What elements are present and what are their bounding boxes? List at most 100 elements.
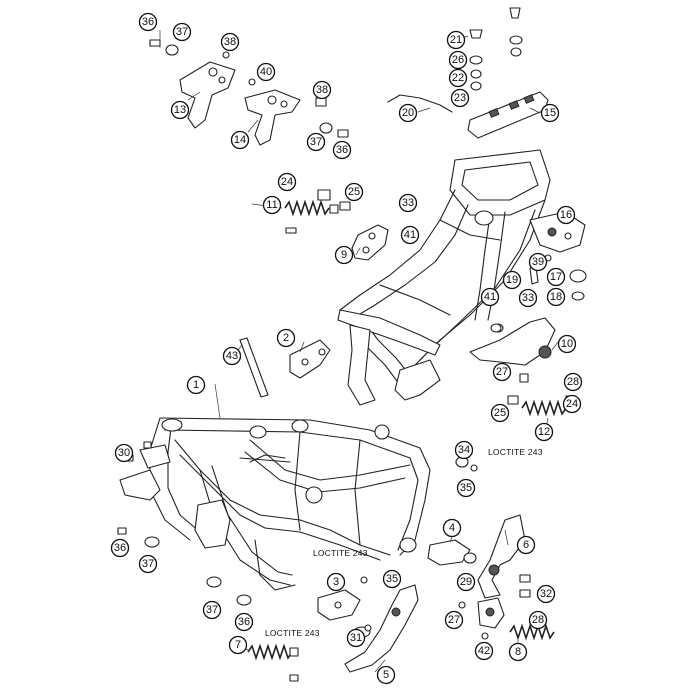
callout-38: 38	[220, 32, 240, 52]
svg-text:12: 12	[538, 426, 550, 438]
callout-12: 12	[534, 422, 554, 442]
svg-text:27: 27	[448, 614, 460, 626]
callout-37: 37	[202, 600, 222, 620]
callout-37: 37	[172, 22, 192, 42]
callout-26: 26	[448, 50, 468, 70]
seat-lock-cable-20	[387, 94, 453, 113]
svg-text:19: 19	[506, 274, 518, 286]
callout-36: 36	[332, 140, 352, 160]
svg-text:25: 25	[348, 186, 360, 198]
callout-18: 18	[546, 287, 566, 307]
footpeg-bracket-4	[427, 539, 477, 566]
callout-36: 36	[110, 538, 130, 558]
callout-32: 32	[536, 584, 556, 604]
svg-text:36: 36	[238, 616, 250, 628]
svg-text:33: 33	[522, 292, 534, 304]
small-hardware-top	[149, 39, 349, 138]
svg-text:41: 41	[404, 229, 416, 241]
svg-text:27: 27	[496, 366, 508, 378]
svg-text:21: 21	[450, 34, 462, 46]
callout-33: 33	[398, 193, 418, 213]
callout-2: 2	[276, 328, 296, 348]
seat-lock-bolts	[469, 7, 523, 91]
callout-11: 11	[262, 195, 282, 215]
callout-8: 8	[508, 642, 528, 662]
svg-text:3: 3	[333, 576, 339, 588]
svg-text:25: 25	[494, 407, 506, 419]
svg-text:35: 35	[386, 573, 398, 585]
rear-master-cylinder-parts	[458, 597, 505, 640]
svg-text:36: 36	[142, 16, 154, 28]
svg-text:38: 38	[224, 36, 236, 48]
callout-28: 28	[563, 372, 583, 392]
callout-37: 37	[306, 132, 326, 152]
callout-25: 25	[490, 403, 510, 423]
callout-14: 14	[230, 130, 250, 150]
callout-39: 39	[528, 252, 548, 272]
footrest-bracket-13	[179, 61, 236, 129]
callout-15: 15	[540, 103, 560, 123]
svg-text:4: 4	[449, 522, 455, 534]
svg-text:20: 20	[402, 107, 414, 119]
svg-text:18: 18	[550, 291, 562, 303]
svg-text:34: 34	[458, 444, 470, 456]
callout-24: 24	[277, 172, 297, 192]
callout-4: 4	[442, 518, 462, 538]
svg-text:33: 33	[402, 197, 414, 209]
callout-36: 36	[234, 612, 254, 632]
callout-21: 21	[446, 30, 466, 50]
svg-text:37: 37	[176, 26, 188, 38]
rod-43	[239, 337, 269, 398]
svg-text:28: 28	[532, 614, 544, 626]
svg-text:31: 31	[350, 632, 362, 644]
bracket-2	[289, 339, 331, 379]
loctite-note-3: LOCTITE 243	[265, 628, 320, 638]
svg-text:36: 36	[336, 144, 348, 156]
lock-ring-17-18	[529, 254, 587, 301]
callout-38: 38	[312, 80, 332, 100]
svg-text:11: 11	[266, 199, 277, 211]
callout-35: 35	[382, 569, 402, 589]
svg-text:29: 29	[460, 576, 472, 588]
subframe	[337, 149, 551, 406]
svg-text:40: 40	[260, 66, 272, 78]
callout-17: 17	[546, 267, 566, 287]
svg-text:14: 14	[234, 134, 246, 146]
svg-text:8: 8	[515, 646, 521, 658]
callout-24: 24	[562, 394, 582, 414]
callout-41: 41	[400, 225, 420, 245]
svg-text:37: 37	[310, 136, 322, 148]
callout-1: 1	[186, 375, 206, 395]
loctite-note-1: LOCTITE 243	[488, 447, 543, 457]
svg-text:41: 41	[484, 291, 496, 303]
svg-text:43: 43	[226, 350, 238, 362]
callout-41: 41	[480, 287, 500, 307]
svg-text:24: 24	[566, 398, 578, 410]
svg-text:36: 36	[114, 542, 126, 554]
svg-text:5: 5	[383, 669, 389, 681]
svg-text:39: 39	[532, 256, 544, 268]
svg-text:35: 35	[460, 482, 472, 494]
svg-text:38: 38	[316, 84, 328, 96]
callout-28: 28	[528, 610, 548, 630]
svg-text:32: 32	[540, 588, 552, 600]
spring-11	[284, 189, 351, 234]
spring-8	[509, 623, 555, 641]
svg-text:24: 24	[281, 176, 293, 188]
callout-10: 10	[557, 334, 577, 354]
callout-29: 29	[456, 572, 476, 592]
callout-23: 23	[450, 88, 470, 108]
shift-lever-6	[477, 514, 531, 599]
callout-3: 3	[326, 572, 346, 592]
swingarm-bracket-10	[469, 317, 556, 383]
svg-text:23: 23	[454, 92, 466, 104]
callout-25: 25	[344, 182, 364, 202]
svg-text:2: 2	[283, 332, 289, 344]
callout-22: 22	[448, 68, 468, 88]
callout-27: 27	[492, 362, 512, 382]
bracket-9	[351, 224, 389, 261]
svg-text:9: 9	[341, 249, 347, 261]
svg-text:16: 16	[560, 209, 572, 221]
svg-text:28: 28	[567, 376, 579, 388]
